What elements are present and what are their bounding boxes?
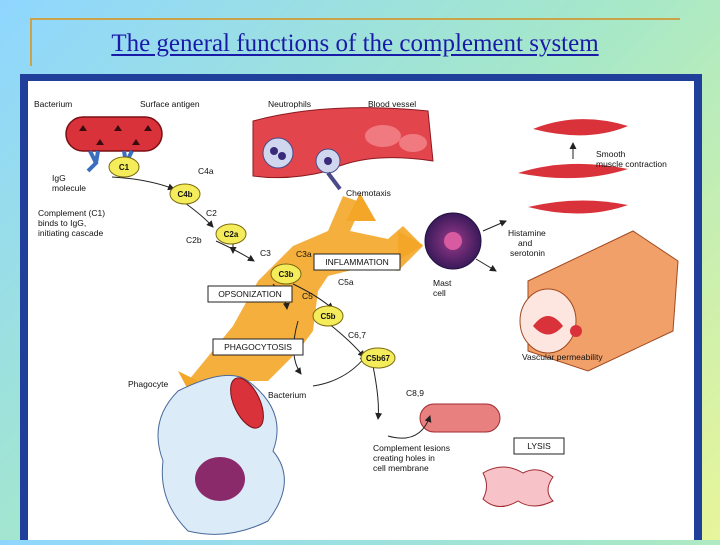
label-mast-2: cell bbox=[433, 288, 446, 298]
complement-figure-frame: C1 C4b C2a C3b C5b C5b67 INFLAMMATION bbox=[20, 74, 702, 540]
label-complement-3: initiating cascade bbox=[38, 228, 103, 238]
box-lysis: LYSIS bbox=[513, 437, 565, 455]
node-c5b67-label: C5b67 bbox=[366, 354, 391, 363]
vascular-permeability-illustration bbox=[519, 230, 679, 372]
node-c1: C1 bbox=[108, 156, 140, 178]
label-c2b: C2b bbox=[186, 235, 202, 245]
blood-vessel-illustration bbox=[252, 107, 434, 191]
node-c2a-label: C2a bbox=[224, 230, 239, 239]
complement-figure: C1 C4b C2a C3b C5b C5b67 INFLAMMATION bbox=[28, 81, 694, 540]
node-c2a: C2a bbox=[215, 223, 247, 245]
label-lesions-2: creating holes in bbox=[373, 453, 435, 463]
label-c5: C5 bbox=[302, 291, 313, 301]
label-c3a: C3a bbox=[296, 249, 312, 259]
title-rule-left bbox=[30, 18, 32, 66]
label-c4a: C4a bbox=[198, 166, 214, 176]
node-c4b: C4b bbox=[169, 183, 201, 205]
label-histamine-3: serotonin bbox=[510, 248, 545, 258]
label-mast-1: Mast bbox=[433, 278, 452, 288]
node-c5b-label: C5b bbox=[320, 312, 335, 321]
label-c2: C2 bbox=[206, 208, 217, 218]
label-histamine-2: and bbox=[518, 238, 532, 248]
label-lesions-1: Complement lesions bbox=[373, 443, 450, 453]
slide-title: The general functions of the complement … bbox=[111, 30, 599, 57]
arrow-to-chemotaxis bbox=[346, 193, 376, 221]
label-phagocyte: Phagocyte bbox=[128, 379, 168, 389]
label-igg-2: molecule bbox=[52, 183, 86, 193]
node-c5b: C5b bbox=[312, 305, 344, 327]
box-lysis-label: LYSIS bbox=[527, 441, 551, 451]
bacterium-antibody-illustration bbox=[65, 116, 163, 173]
label-c67: C6,7 bbox=[348, 330, 366, 340]
node-c4b-label: C4b bbox=[177, 190, 192, 199]
complement-diagram: C1 C4b C2a C3b C5b C5b67 INFLAMMATION bbox=[34, 99, 679, 535]
label-c5a: C5a bbox=[338, 277, 354, 287]
label-igg-1: IgG bbox=[52, 173, 66, 183]
box-inflammation-label: INFLAMMATION bbox=[325, 257, 389, 267]
phagocyte-illustration bbox=[157, 374, 285, 535]
label-c89: C8,9 bbox=[406, 388, 424, 398]
orange-arrow-shape bbox=[188, 196, 423, 381]
label-smooth-1: Smooth bbox=[596, 149, 626, 159]
smooth-muscle-illustration bbox=[518, 119, 628, 214]
label-smooth-2: muscle contraction bbox=[596, 159, 667, 169]
label-vascular: Vascular permeability bbox=[522, 352, 603, 362]
label-bacterium-low: Bacterium bbox=[268, 390, 306, 400]
label-c3: C3 bbox=[260, 248, 271, 258]
title-rule-top bbox=[30, 18, 680, 20]
label-complement-1: Complement (C1) bbox=[38, 208, 105, 218]
box-phagocytosis-label: PHAGOCYTOSIS bbox=[224, 342, 292, 352]
node-c1-label: C1 bbox=[119, 163, 130, 172]
box-phagocytosis: PHAGOCYTOSIS bbox=[212, 338, 304, 356]
label-blood-vessel: Blood vessel bbox=[368, 99, 416, 109]
label-complement-2: binds to IgG, bbox=[38, 218, 86, 228]
title-area: The general functions of the complement … bbox=[30, 18, 680, 68]
label-histamine-1: Histamine bbox=[508, 228, 546, 238]
node-c5b67: C5b67 bbox=[360, 347, 396, 369]
arrow-to-mast bbox=[398, 231, 423, 261]
label-surface-antigen: Surface antigen bbox=[140, 99, 200, 109]
cascade-arrows bbox=[111, 176, 432, 439]
box-opsonization: OPSONIZATION bbox=[207, 285, 293, 303]
label-chemotaxis: Chemotaxis bbox=[346, 188, 391, 198]
box-inflammation: INFLAMMATION bbox=[313, 253, 401, 271]
box-opsonization-label: OPSONIZATION bbox=[218, 289, 282, 299]
mast-cell-illustration bbox=[424, 212, 507, 272]
node-c3b: C3b bbox=[270, 263, 302, 285]
label-neutrophils: Neutrophils bbox=[268, 99, 311, 109]
label-lesions-3: cell membrane bbox=[373, 463, 429, 473]
lysis-illustration bbox=[419, 403, 554, 507]
label-bacterium-top: Bacterium bbox=[34, 99, 72, 109]
node-c3b-label: C3b bbox=[278, 270, 293, 279]
